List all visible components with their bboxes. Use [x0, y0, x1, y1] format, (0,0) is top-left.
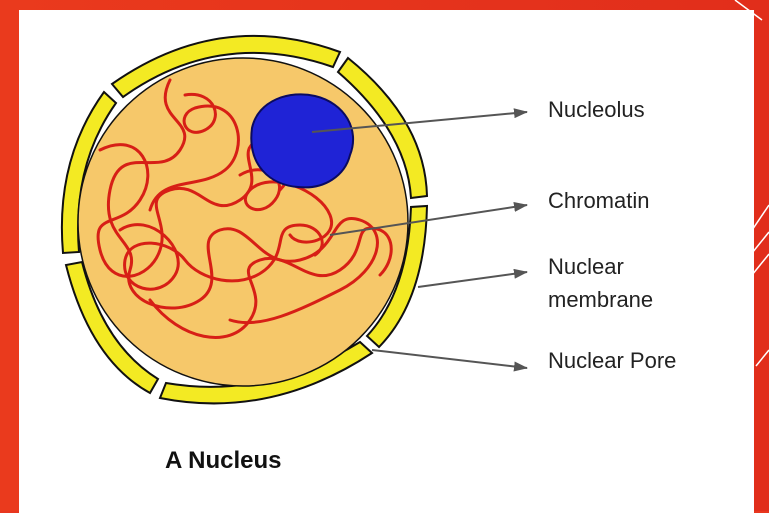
diagram-caption: A Nucleus — [165, 447, 281, 475]
nucleoplasm — [78, 58, 408, 386]
slide-edge-decoration — [735, 0, 769, 366]
nucleolus-label: Nucleolus — [548, 97, 645, 123]
membrane-pointer — [418, 272, 527, 287]
nuclear-membrane-label-line2: membrane — [548, 287, 653, 313]
nucleolus — [251, 94, 353, 187]
nuclear-membrane-label-line1: Nuclear — [548, 254, 624, 280]
pore-pointer — [372, 350, 527, 368]
nuclear-pore-label: Nuclear Pore — [548, 348, 676, 374]
chromatin-label: Chromatin — [548, 188, 649, 214]
